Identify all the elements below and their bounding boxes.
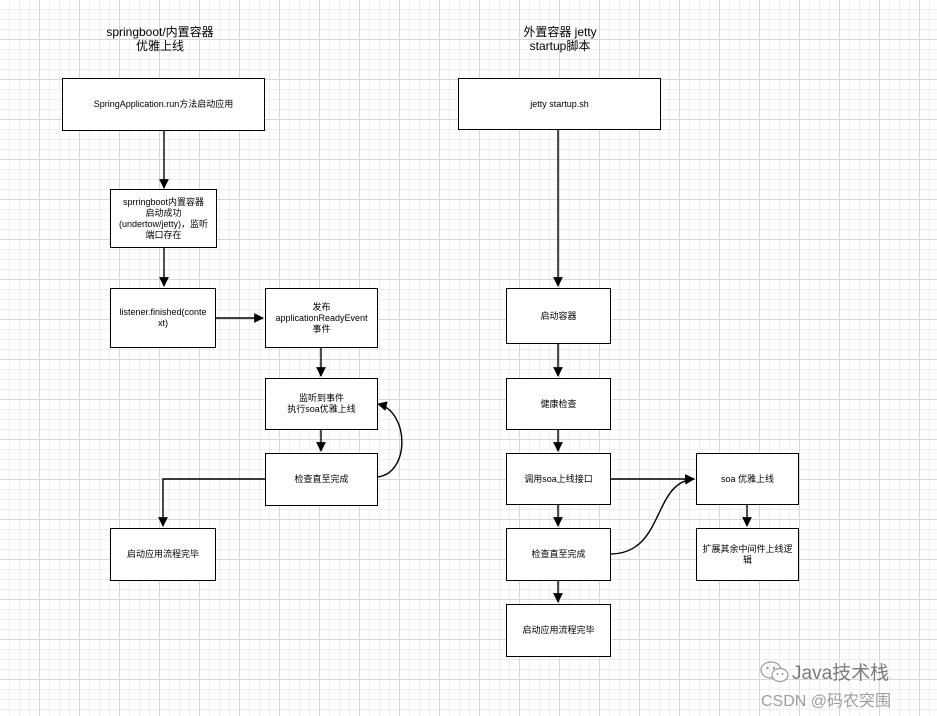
watermark-csdn-author: CSDN @码农突围	[761, 693, 892, 710]
wechat-icon	[760, 661, 789, 683]
node-startup-complete: 启动应用流程完毕	[110, 528, 216, 581]
watermark-account-name: Java技术栈	[792, 663, 890, 684]
node-listener-finished: listener.finished(conte xt)	[110, 288, 216, 348]
node-soa-graceful-online: soa 优雅上线	[696, 453, 799, 505]
arrow-check-to-soa-online	[609, 474, 695, 555]
watermark: Java技术栈 CSDN @码农突围	[755, 658, 930, 710]
node-check-until-complete-right: 检查直至完成	[506, 528, 611, 581]
node-jetty-startup-script: jetty startup.sh	[458, 78, 661, 130]
right-diagram-title: 外置容器 jetty startup脚本	[523, 25, 597, 53]
node-health-check: 健康检查	[506, 378, 611, 430]
node-startup-complete-right: 启动应用流程完毕	[506, 604, 611, 657]
node-check-until-complete: 检查直至完成	[265, 453, 378, 506]
node-publish-ready-event: 发布 applicationReadyEvent 事件	[265, 288, 378, 348]
node-handle-event-soa-online: 监听到事件 执行soa优雅上线	[265, 378, 378, 430]
left-diagram-title: springboot/内置容器 优雅上线	[106, 25, 214, 53]
arrow-check-to-done	[158, 478, 265, 527]
node-start-container: 启动容器	[506, 288, 611, 344]
arrow-check-loop-to-handle	[376, 401, 403, 478]
node-extend-middleware-logic: 扩展其余中间件上线逻 辑	[696, 528, 799, 581]
node-call-soa-online-api: 调用soa上线接口	[506, 453, 611, 505]
node-embedded-container-started: sprringboot内置容器 启动成功 (undertow/jetty)，监听…	[110, 189, 217, 248]
node-spring-application-run: SpringApplication.run方法启动应用	[62, 78, 265, 131]
